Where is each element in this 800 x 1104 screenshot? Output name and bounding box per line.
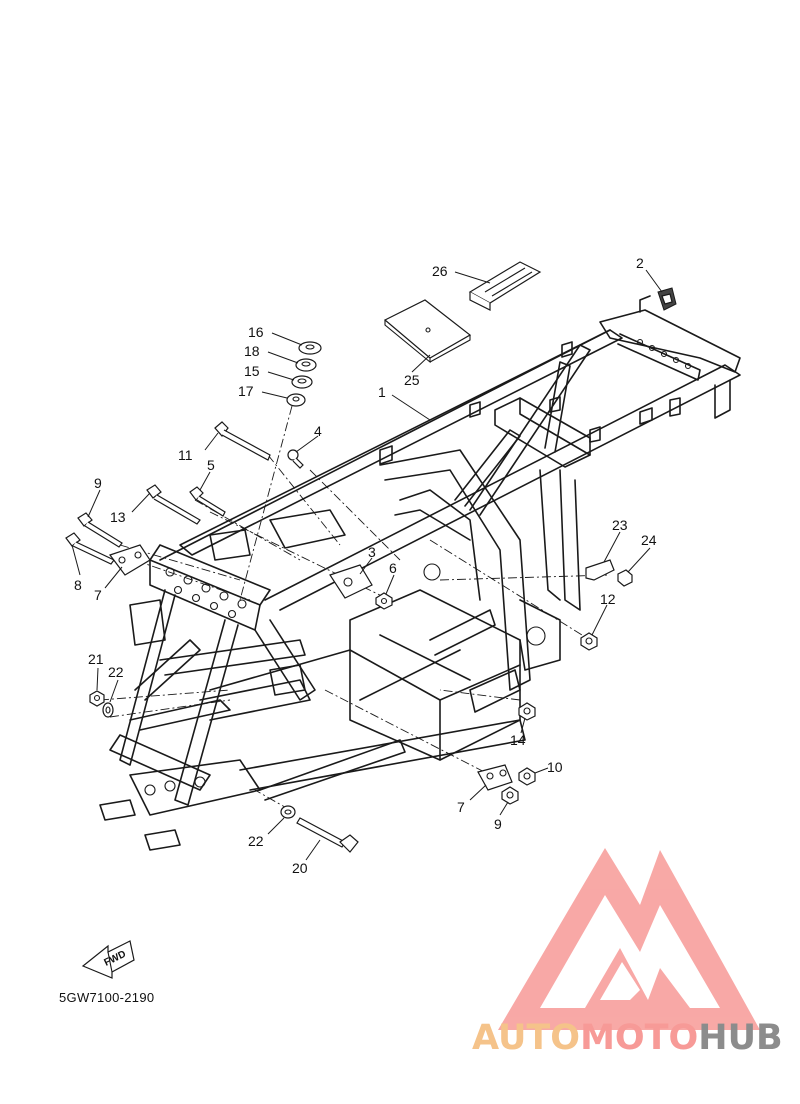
callout-1: 1 [378, 384, 386, 400]
callout-10: 9 [94, 475, 102, 491]
bottom-plate-holes [144, 776, 206, 796]
part-25-plate [383, 299, 472, 364]
part-19-damper [295, 358, 317, 372]
callout-14: 13 [110, 509, 126, 525]
part-22-washer-left [102, 702, 114, 718]
diagram-code: 5GW7100-2190 [59, 990, 155, 1005]
callout-13: 12 [600, 591, 616, 607]
part-9-nut [501, 786, 519, 805]
main-frame [99, 295, 741, 851]
fwd-arrow: FWD [81, 940, 135, 979]
callout-7-right: 7 [457, 799, 465, 815]
callout-20: 20 [292, 860, 308, 876]
callout-17: 16 [248, 324, 264, 340]
part-3-plate [329, 564, 373, 599]
callout-22-bottom: 22 [248, 833, 264, 849]
part-8-bolt [65, 532, 115, 565]
callout-labels: 26 2 1 16 18 15 17 4 11 5 9 13 8 7 3 6 2… [74, 255, 657, 876]
part-15-nut [518, 702, 536, 721]
watermark-text-auto: AUTO [472, 1018, 581, 1058]
part-12-bolt [214, 421, 271, 461]
watermark-text-moto: MOTO [580, 1018, 699, 1058]
part-24-nut [617, 569, 633, 587]
callout-8: 8 [74, 577, 82, 593]
callout-11: 10 [547, 759, 563, 775]
part-7-bracket-right [477, 764, 513, 791]
part-7-bracket-left [109, 544, 151, 576]
callout-21: 21 [88, 651, 104, 667]
part-17-washer [298, 341, 322, 355]
callout-18: 17 [238, 383, 254, 399]
callout-23: 23 [612, 517, 628, 533]
part-5-bolt [189, 486, 226, 517]
assembly-lines [99, 405, 611, 811]
callout-16: 15 [244, 363, 260, 379]
rear-cross-holes [636, 338, 692, 370]
part-4-bolt [287, 449, 304, 469]
callout-26: 26 [432, 263, 448, 279]
callout-leaders [71, 269, 663, 861]
watermark-text: AUTOMOTOHUB [472, 1018, 783, 1058]
callout-15: 14 [510, 732, 526, 748]
part-14-bolt [146, 484, 201, 525]
front-cross-holes [165, 567, 247, 619]
watermark-logo-icon [498, 848, 760, 1030]
callout-2: 2 [636, 255, 644, 271]
callout-5: 5 [207, 457, 215, 473]
callout-19: 18 [244, 343, 260, 359]
callout-24: 24 [641, 532, 657, 548]
callout-25: 25 [404, 372, 420, 388]
part-21-nut [89, 690, 105, 707]
part-18-collar [286, 393, 306, 407]
part-26-bracket [468, 261, 542, 311]
watermark-text-hub: HUB [698, 1018, 783, 1058]
part-2-clip [657, 287, 677, 311]
callout-22-left: 22 [108, 664, 124, 680]
callout-7-left: 7 [94, 587, 102, 603]
callout-3: 3 [368, 544, 376, 560]
part-22-washer-bottom [280, 805, 296, 819]
callout-4: 4 [314, 423, 322, 439]
callout-12: 11 [178, 447, 193, 463]
part-23-clamp [585, 559, 615, 581]
part-13-nut [580, 632, 598, 651]
part-6-nut [375, 592, 393, 610]
callout-6: 6 [389, 560, 397, 576]
part-16-damper [291, 375, 313, 389]
part-11-nut [518, 767, 536, 786]
callout-9: 9 [494, 816, 502, 832]
part-20-bolt [296, 817, 359, 853]
